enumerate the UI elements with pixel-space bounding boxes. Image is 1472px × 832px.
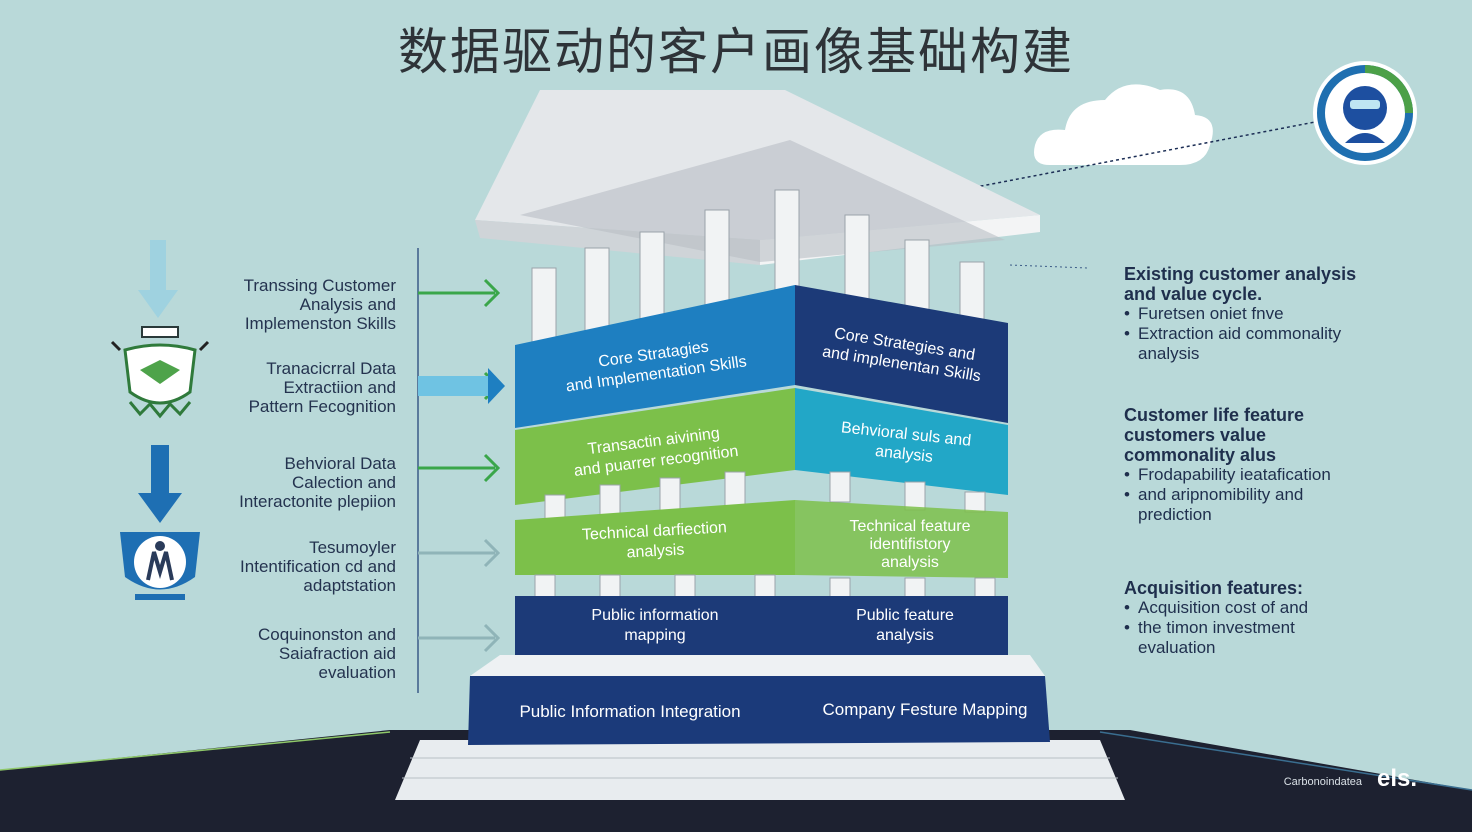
left-label-3-line-2: Calection and <box>292 473 396 492</box>
right-block-3-item-2-line-2: evaluation <box>1138 638 1216 657</box>
base-band-right: Company Festure Mapping <box>822 700 1028 719</box>
band-public-right-line-1: Public feature <box>856 607 954 624</box>
left-label-5-line-2: Saiafraction aid <box>278 644 396 663</box>
band-technical-right-line-3: analysis <box>881 554 939 571</box>
right-block-1-item-2: Extraction aid commonality analysis <box>1124 324 1356 364</box>
left-label-2-line-2: Extractiion and <box>283 378 396 397</box>
right-block-1-item-2-line-2: analysis <box>1138 344 1200 363</box>
left-label-4-line-2: Intentification cd and <box>240 557 396 576</box>
down-arrow-icon-bottom <box>138 445 182 523</box>
right-block-2-heading-line-3: commonality alus <box>1124 445 1277 465</box>
dotted-pointer <box>1010 264 1089 269</box>
right-block-3-item-2-line-1: the timon investment <box>1138 618 1295 637</box>
left-label-3-line-1: Behvioral Data <box>284 454 396 473</box>
left-label-2-line-1: Tranacicrral Data <box>266 359 396 378</box>
left-label-4-line-3: adaptstation <box>303 576 396 595</box>
left-label-5-line-3: evaluation <box>318 663 396 682</box>
right-block-1-item-1: Furetsen oniet fnve <box>1124 304 1356 324</box>
footer-credit: Carbonoindatea <box>1283 776 1362 788</box>
customer-avatar-icon <box>1313 61 1417 165</box>
right-block-2-heading: Customer life feature customers value co… <box>1124 405 1331 465</box>
band-technical-right: Technical feature identifistory analysis <box>820 518 1000 572</box>
right-block-2: Customer life feature customers value co… <box>1124 405 1331 525</box>
left-label-5-line-1: Coquinonston and <box>257 625 396 644</box>
left-label-2: Tranacicrral Data Extractiion and Patter… <box>249 359 396 416</box>
right-block-2-heading-line-1: Customer life feature <box>1124 405 1305 425</box>
right-block-2-item-2: and aripnomibility and prediction <box>1124 485 1331 525</box>
right-block-1-heading: Existing customer analysis and value cyc… <box>1124 264 1356 304</box>
right-block-3-item-1: Acquisition cost of and <box>1124 598 1308 618</box>
right-block-1: Existing customer analysis and value cyc… <box>1124 264 1356 364</box>
cloud-icon <box>1034 84 1213 165</box>
right-block-3-heading-line-1: Acquisition features: <box>1124 578 1304 598</box>
label-connector-line <box>417 248 505 693</box>
right-block-2-item-1: Frodapability ieatafication <box>1124 465 1331 485</box>
left-label-4: Tesumoyler Intentification cd and adapts… <box>240 538 396 595</box>
band-public-right: Public feature analysis <box>810 606 1000 646</box>
left-label-4-line-1: Tesumoyler <box>309 538 396 557</box>
left-label-1: Transsing Customer Analysis and Implemen… <box>244 276 396 333</box>
right-block-2-heading-line-2: customers value <box>1124 425 1267 445</box>
band-public-left-line-2: mapping <box>624 627 686 644</box>
right-block-3-item-2: the timon investment evaluation <box>1124 618 1308 658</box>
band-public-left-line-1: Public information <box>591 607 719 624</box>
right-block-1-heading-line-2: and value cycle. <box>1124 284 1263 304</box>
right-block-2-item-2-line-1: and aripnomibility and <box>1138 485 1304 504</box>
right-block-3: Acquisition features: Acquisition cost o… <box>1124 578 1308 658</box>
right-block-3-heading: Acquisition features: <box>1124 578 1308 598</box>
left-label-2-line-3: Pattern Fecognition <box>248 397 396 416</box>
page-title: 数据驱动的客户画像基础构建 <box>398 23 1074 81</box>
people-badge-icon <box>120 532 200 600</box>
left-label-3-line-3: Interactonite plepiion <box>239 492 396 511</box>
band-public-right-line-2: analysis <box>876 627 934 644</box>
down-arrow-icon-top <box>138 240 178 318</box>
band-technical-right-line-2: identifistory <box>869 536 951 553</box>
right-block-2-item-1-line-1: Frodapability ieatafication <box>1138 465 1331 484</box>
right-block-1-item-2-line-1: Extraction aid commonality <box>1138 324 1342 343</box>
left-label-3: Behvioral Data Calection and Interactoni… <box>239 454 396 511</box>
band-public-left: Public information mapping <box>535 606 775 646</box>
band-technical-right-line-1: Technical feature <box>849 518 971 535</box>
left-label-5: Coquinonston and Saiafraction aid evalua… <box>258 625 396 682</box>
right-block-1-item-1-line-1: Furetsen oniet fnve <box>1138 304 1284 323</box>
right-block-1-heading-line-1: Existing customer analysis <box>1124 264 1357 284</box>
shield-data-icon <box>110 326 210 419</box>
right-block-3-item-1-line-1: Acquisition cost of and <box>1138 598 1309 617</box>
left-label-1-line-3: Implemenston Skills <box>244 314 396 333</box>
brand-logo: els. <box>1376 765 1417 792</box>
base-band-left: Public Information Integration <box>519 702 741 721</box>
left-label-1-line-1: Transsing Customer <box>243 276 396 295</box>
left-label-1-line-2: Analysis and <box>299 295 396 314</box>
right-block-2-item-2-line-2: prediction <box>1138 505 1212 524</box>
